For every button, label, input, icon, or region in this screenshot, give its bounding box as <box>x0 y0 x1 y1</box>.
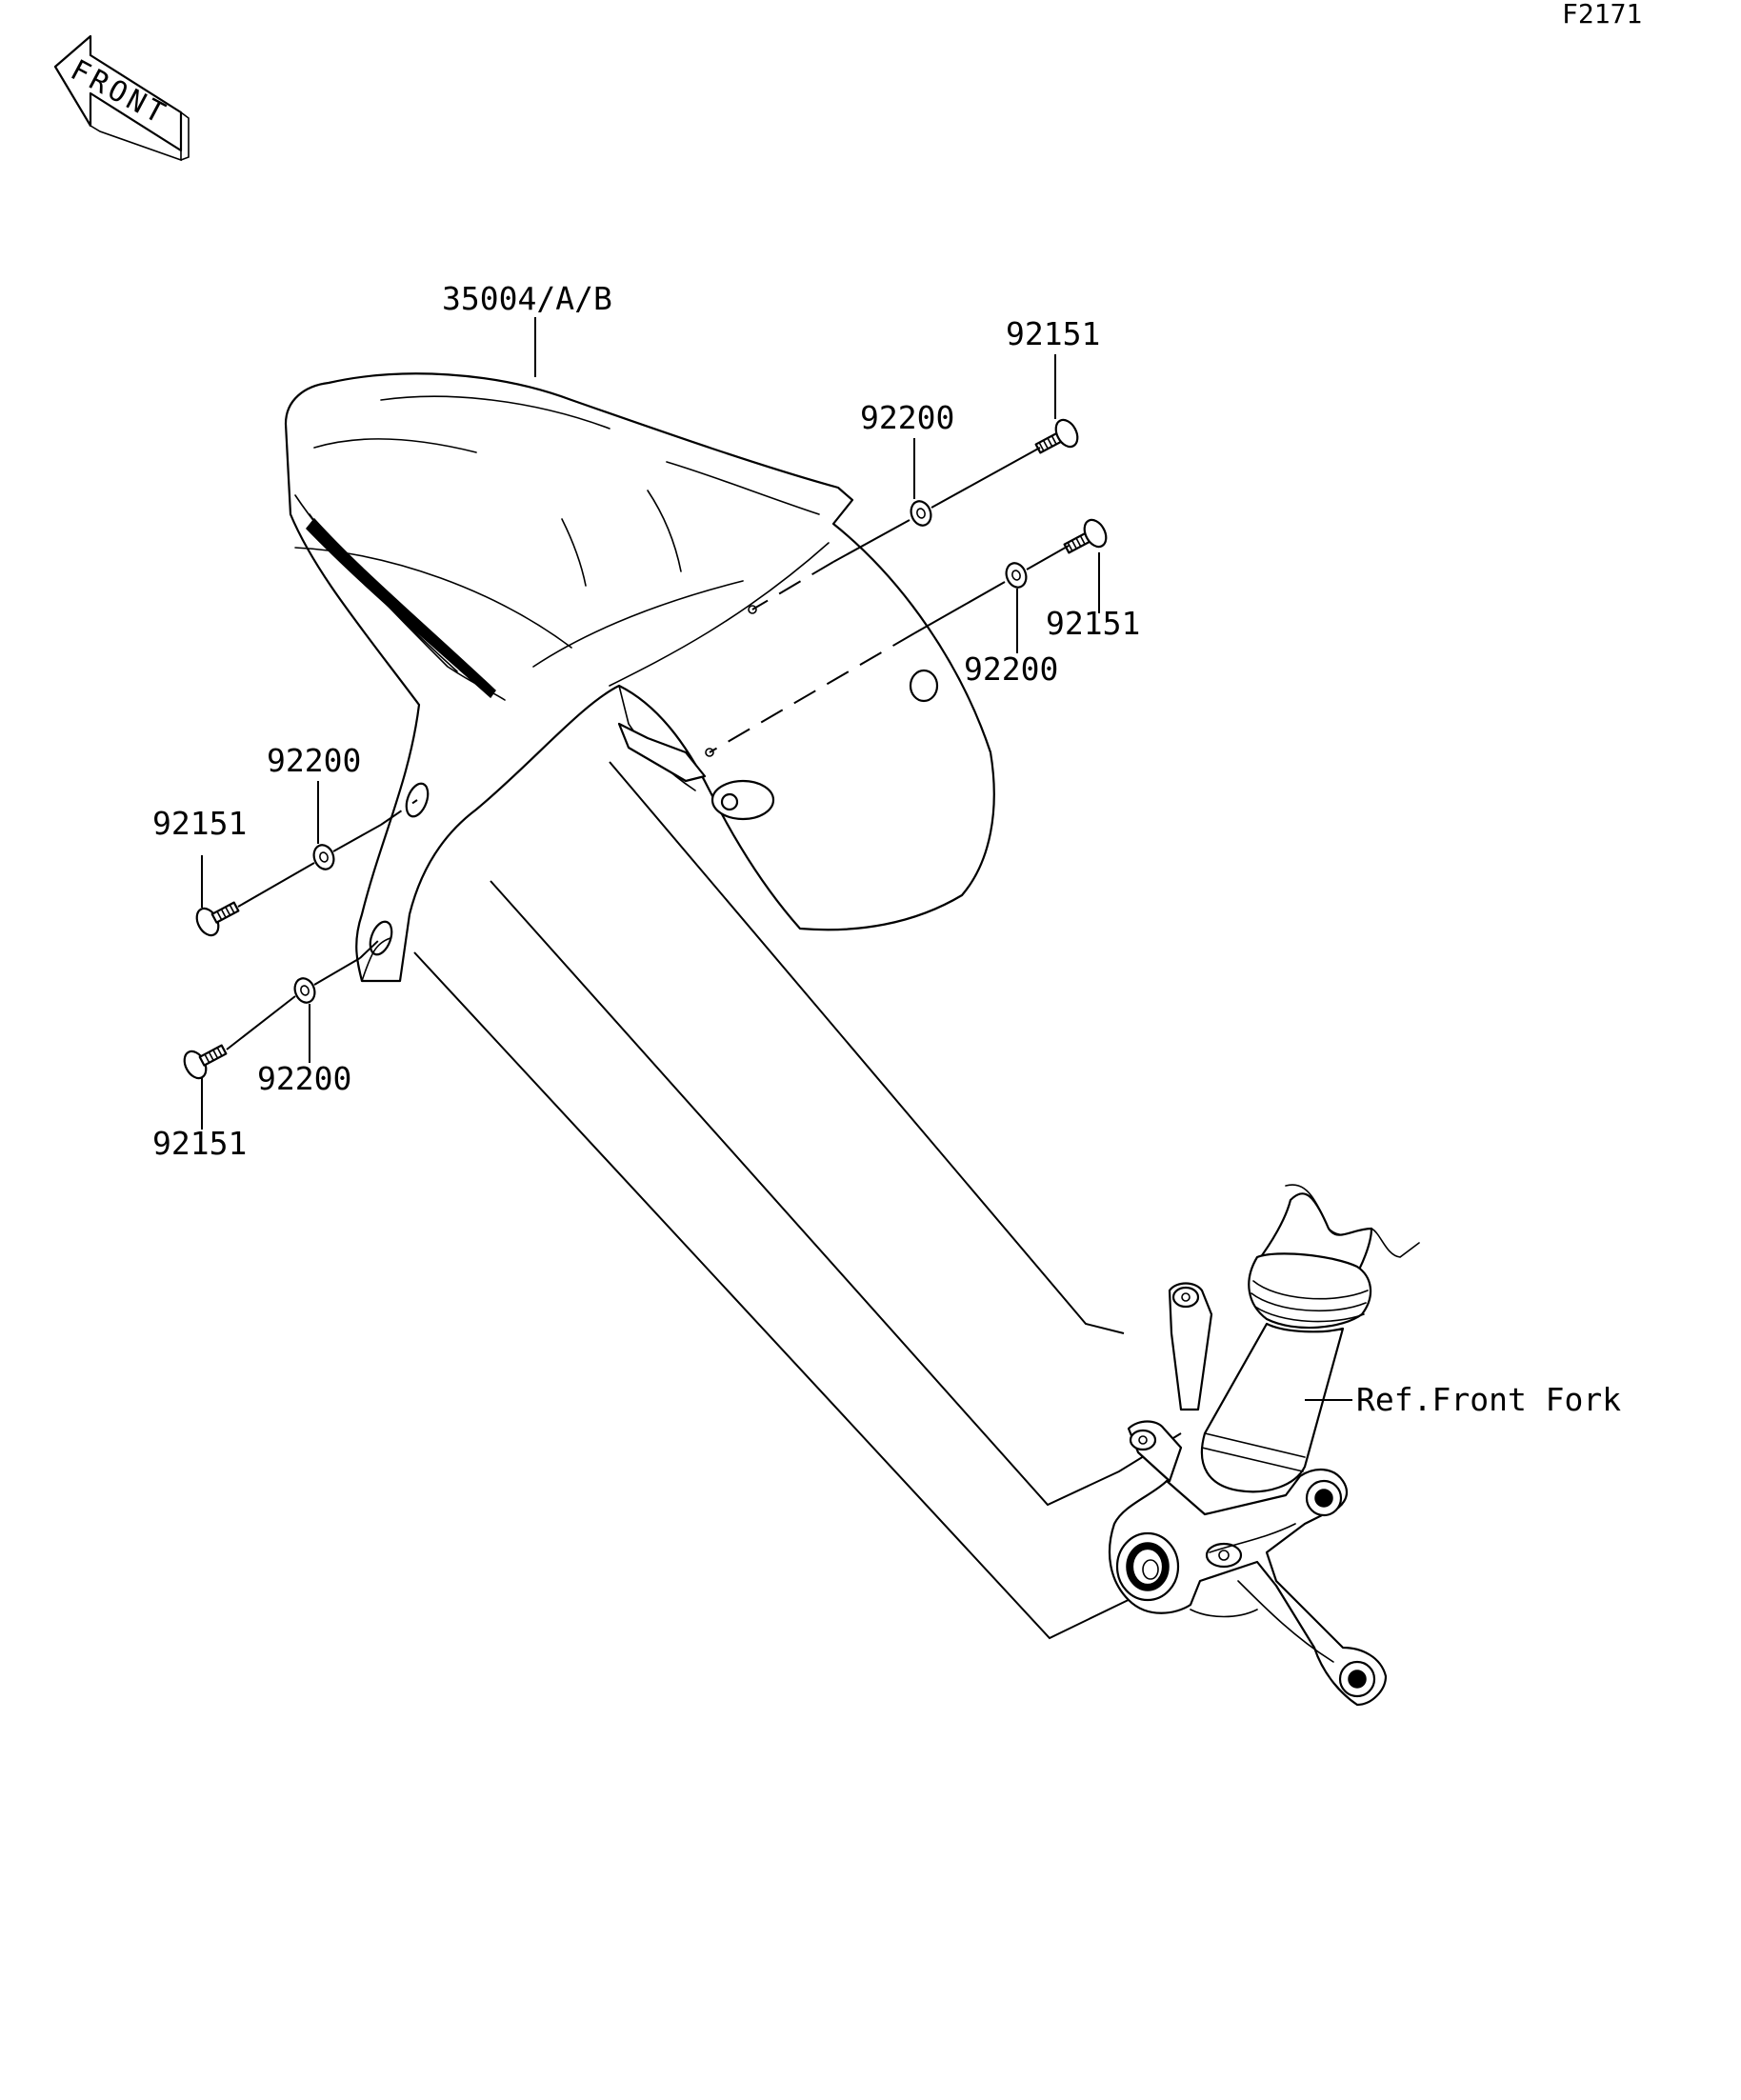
bolt-lower-left <box>183 1044 228 1080</box>
washer-mid-right <box>1005 562 1028 589</box>
front-arrow-icon: FRONT <box>53 34 190 162</box>
assembly-lines <box>226 447 1182 1640</box>
washer-lower-left <box>293 977 316 1004</box>
part-label-washer-mid-right: 92200 <box>964 650 1058 688</box>
front-fender <box>284 372 995 983</box>
bolt-upper-right <box>1034 418 1079 454</box>
part-label-bolt-upper-left: 92151 <box>152 805 247 842</box>
callout-leaders <box>201 317 1352 1401</box>
bolt-upper-left <box>195 901 240 937</box>
part-label-washer-upper-right: 92200 <box>860 399 954 436</box>
front-fork <box>1108 1184 1420 1707</box>
part-label-fender: 35004/A/B <box>442 280 612 317</box>
part-label-bolt-mid-right: 92151 <box>1046 605 1140 642</box>
part-label-washer-upper-left: 92200 <box>267 742 361 779</box>
part-label-bolt-lower-left: 92151 <box>152 1125 247 1162</box>
bolt-mid-right <box>1063 518 1108 554</box>
reference-label-front-fork: Ref.Front Fork <box>1356 1381 1621 1418</box>
part-label-bolt-upper-right: 92151 <box>1006 315 1100 352</box>
figure-code: F2171 <box>1562 0 1642 30</box>
washer-upper-right <box>910 500 932 527</box>
washer-upper-left <box>312 844 335 870</box>
part-label-washer-lower-left: 92200 <box>257 1060 351 1097</box>
